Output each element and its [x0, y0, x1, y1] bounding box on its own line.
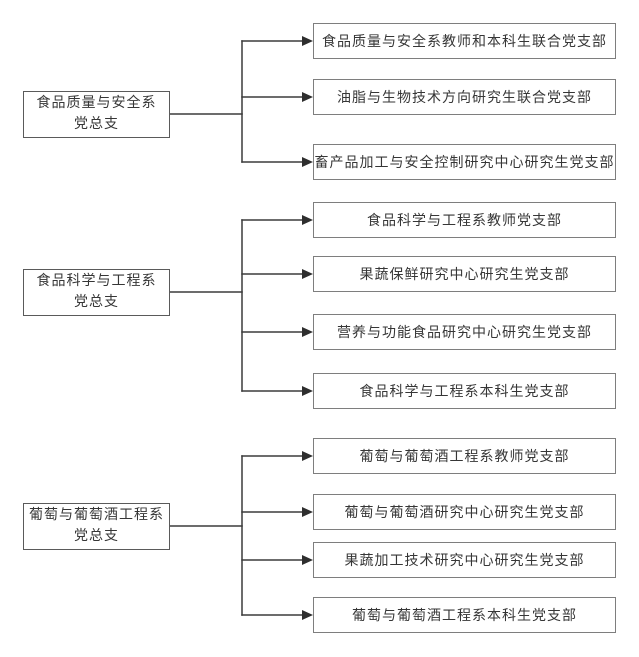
child-label: 葡萄与葡萄酒工程系教师党支部 — [359, 450, 570, 465]
child-label: 葡萄与葡萄酒工程系本科生党支部 — [352, 609, 577, 624]
arrowhead-icon — [302, 386, 313, 396]
group-2-child-box-3: 营养与功能食品研究中心研究生党支部 — [313, 314, 616, 350]
group-3-child-box-1: 葡萄与葡萄酒工程系教师党支部 — [313, 438, 616, 474]
arrowhead-icon — [302, 451, 313, 461]
parent-label: 食品质量与安全系党总支 — [37, 93, 157, 135]
group-2-parent-box: 食品科学与工程系党总支 — [23, 268, 170, 316]
arrowhead-icon — [302, 157, 313, 167]
group-1-child-box-2: 油脂与生物技术方向研究生联合党支部 — [313, 79, 616, 115]
arrowhead-icon — [302, 555, 313, 565]
parent-label-line: 葡萄与葡萄酒工程系 — [29, 508, 164, 523]
group-3-child-box-2: 葡萄与葡萄酒研究中心研究生党支部 — [313, 494, 616, 530]
group-1-child-box-3: 畜产品加工与安全控制研究中心研究生党支部 — [313, 144, 616, 180]
parent-label: 葡萄与葡萄酒工程系党总支 — [29, 505, 164, 547]
parent-label-line: 食品科学与工程系 — [36, 274, 157, 289]
child-label: 畜产品加工与安全控制研究中心研究生党支部 — [314, 156, 615, 171]
group-3-child-box-4: 葡萄与葡萄酒工程系本科生党支部 — [313, 597, 616, 633]
parent-label-line: 党总支 — [74, 529, 119, 544]
parent-label: 食品科学与工程系党总支 — [37, 271, 157, 313]
child-label: 食品科学与工程系本科生党支部 — [359, 385, 570, 400]
child-label: 葡萄与葡萄酒研究中心研究生党支部 — [344, 506, 585, 521]
group-2-child-box-1: 食品科学与工程系教师党支部 — [313, 202, 616, 238]
parent-label-line: 党总支 — [74, 117, 119, 132]
group-2-child-box-4: 食品科学与工程系本科生党支部 — [313, 373, 616, 409]
group-1-child-box-1: 食品质量与安全系教师和本科生联合党支部 — [313, 23, 616, 59]
child-label: 食品科学与工程系教师党支部 — [367, 214, 562, 229]
arrowhead-icon — [302, 327, 313, 337]
arrowhead-icon — [302, 215, 313, 225]
group-3-parent-box: 葡萄与葡萄酒工程系党总支 — [23, 502, 170, 550]
group-2-child-box-2: 果蔬保鲜研究中心研究生党支部 — [313, 256, 616, 292]
child-label: 营养与功能食品研究中心研究生党支部 — [337, 326, 592, 341]
arrowhead-icon — [302, 610, 313, 620]
group-1-parent-box: 食品质量与安全系党总支 — [23, 90, 170, 138]
group-3-child-box-3: 果蔬加工技术研究中心研究生党支部 — [313, 542, 616, 578]
child-label: 食品质量与安全系教师和本科生联合党支部 — [322, 35, 607, 50]
child-label: 果蔬保鲜研究中心研究生党支部 — [359, 268, 570, 283]
arrowhead-icon — [302, 36, 313, 46]
child-label: 果蔬加工技术研究中心研究生党支部 — [344, 554, 585, 569]
child-label: 油脂与生物技术方向研究生联合党支部 — [337, 91, 592, 106]
parent-label-line: 食品质量与安全系 — [36, 96, 157, 111]
parent-label-line: 党总支 — [74, 295, 119, 310]
arrowhead-icon — [302, 92, 313, 102]
arrowhead-icon — [302, 507, 313, 517]
arrowhead-icon — [302, 269, 313, 279]
